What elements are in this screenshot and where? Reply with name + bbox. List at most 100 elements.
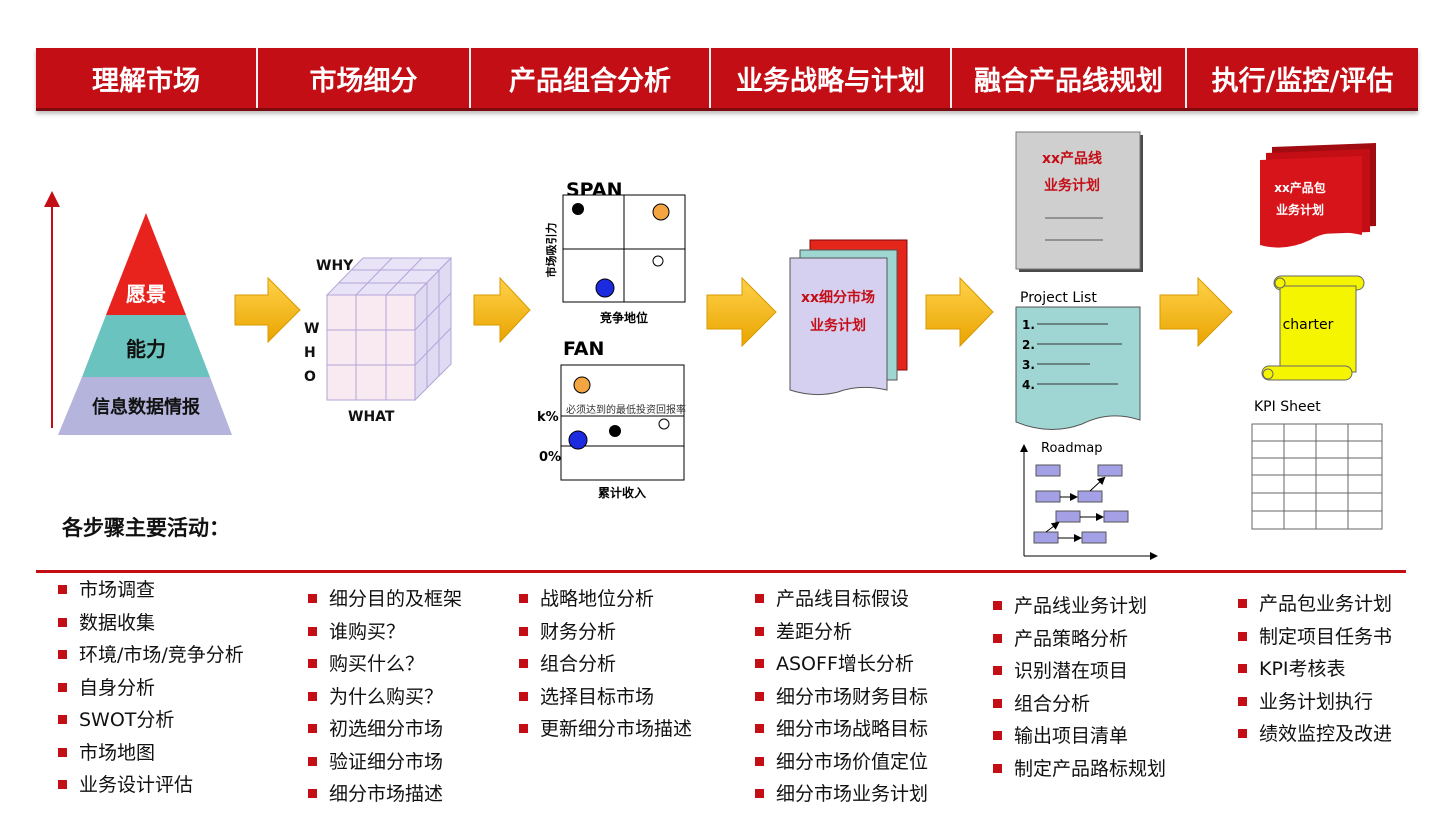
cube-who-h: H: [304, 345, 316, 361]
fan-zero-label: 0%: [539, 450, 561, 465]
cube-why-label: WHY: [316, 258, 354, 274]
productline-plan-line1: xx产品线: [1042, 150, 1102, 167]
list-item: 财务分析: [519, 616, 692, 649]
stage-market-segmentation: 市场细分: [256, 48, 469, 108]
project-item-4: 4.: [1022, 378, 1035, 392]
list-item: 选择目标市场: [519, 681, 692, 714]
list-item: 输出项目清单: [993, 720, 1166, 753]
productline-plan-doc: xx产品线 业务计划: [1015, 131, 1143, 272]
flow-arrow-5: [1159, 276, 1233, 348]
segment-plan-line2: 业务计划: [810, 317, 866, 334]
stage-portfolio-analysis: 产品组合分析: [469, 48, 709, 108]
list-item: 市场调查: [58, 574, 244, 607]
list-item: 数据收集: [58, 607, 244, 640]
pyramid-middle-capability: [82, 315, 210, 377]
activities-divider: [36, 570, 1406, 573]
segment-plan-docs: xx细分市场 业务计划: [789, 239, 908, 396]
activities-col-understand-market: 市场调查 数据收集 环境/市场/竞争分析 自身分析 SWOT分析 市场地图 业务…: [58, 574, 244, 802]
kpi-sheet-table: [1251, 423, 1383, 530]
list-item: ASOFF增长分析: [755, 648, 928, 681]
span-xlabel: 竞争地位: [600, 310, 648, 325]
list-item: 验证细分市场: [308, 746, 462, 779]
stage-understand-market: 理解市场: [92, 65, 200, 97]
package-plan-docs: xx产品包 业务计划: [1260, 143, 1376, 248]
kpi-title: KPI Sheet: [1254, 399, 1321, 415]
list-item: 业务设计评估: [58, 769, 244, 802]
list-item: 组合分析: [519, 648, 692, 681]
list-item: 战略地位分析: [519, 583, 692, 616]
list-item: 自身分析: [58, 672, 244, 705]
list-item: 制定产品路标规划: [993, 753, 1166, 786]
charter-scroll: charter: [1261, 275, 1365, 381]
list-item: 细分市场价值定位: [755, 746, 928, 779]
project-item-3: 3.: [1022, 358, 1035, 372]
activities-col-segmentation: 细分目的及框架 谁购买？ 购买什么？ 为什么购买？ 初选细分市场 验证细分市场 …: [308, 583, 462, 811]
pyramid-bottom-label: 信息数据情报: [92, 396, 200, 418]
list-item: SWOT分析: [58, 704, 244, 737]
activities-col-execute: 产品包业务计划 制定项目任务书 KPI考核表 业务计划执行 绩效监控及改进: [1238, 588, 1392, 751]
process-diagram: 愿景 能力 信息数据情报 WHY W H O WHAT SPAN 市场吸引力 竞…: [44, 131, 1383, 560]
list-item: 组合分析: [993, 688, 1166, 721]
roadmap-chart: Roadmap: [1020, 441, 1158, 560]
list-item: 细分市场描述: [308, 778, 462, 811]
list-item: 制定项目任务书: [1238, 621, 1392, 654]
project-list-title: Project List: [1020, 290, 1097, 306]
fan-dot-black: [609, 425, 621, 437]
flow-arrow-1: [234, 276, 301, 344]
stage-productline-planning: 融合产品线规划: [950, 48, 1185, 108]
list-item: 购买什么？: [308, 648, 462, 681]
list-item: 细分市场业务计划: [755, 778, 928, 811]
flow-arrow-3: [706, 276, 777, 348]
list-item: 初选细分市场: [308, 713, 462, 746]
list-item: 细分市场财务目标: [755, 681, 928, 714]
fan-annotation: 必须达到的最低投资回报率: [566, 403, 686, 416]
list-item: 绩效监控及改进: [1238, 718, 1392, 751]
span-dot-black: [572, 203, 584, 215]
cube-what-label: WHAT: [348, 409, 395, 425]
fan-dot-orange: [573, 376, 591, 394]
pyramid-top-vision: [106, 213, 186, 315]
pyramid-bottom-info: [58, 377, 232, 435]
process-stage-bar: 理解市场 市场细分 产品组合分析 业务战略与计划 融合产品线规划 执行/监控/评…: [36, 48, 1418, 111]
list-item: 细分目的及框架: [308, 583, 462, 616]
flow-arrow-2: [473, 276, 531, 344]
list-item: 产品策略分析: [993, 623, 1166, 656]
fan-k-label: k%: [537, 410, 559, 425]
list-item: 为什么购买？: [308, 681, 462, 714]
cube-who-o: O: [304, 369, 316, 385]
list-item: 差距分析: [755, 616, 928, 649]
project-list-doc: [1015, 306, 1141, 431]
list-item: 业务计划执行: [1238, 686, 1392, 719]
fan-xlabel: 累计收入: [598, 485, 646, 500]
activities-title: 各步骤主要活动：: [62, 516, 230, 540]
list-item: 产品包业务计划: [1238, 588, 1392, 621]
capability-pyramid: 愿景 能力 信息数据情报: [58, 213, 232, 435]
span-dot-blue: [595, 278, 615, 298]
span-dot-orange: [652, 203, 670, 221]
activities-col-portfolio: 战略地位分析 财务分析 组合分析 选择目标市场 更新细分市场描述: [519, 583, 692, 746]
package-plan-line2: 业务计划: [1276, 202, 1324, 217]
list-item: KPI考核表: [1238, 653, 1392, 686]
activities-col-productline: 产品线业务计划 产品策略分析 识别潜在项目 组合分析 输出项目清单 制定产品路标…: [993, 590, 1166, 785]
charter-label: charter: [1283, 317, 1334, 333]
fan-dot-blue: [568, 430, 588, 450]
list-item: 识别潜在项目: [993, 655, 1166, 688]
list-item: 环境/市场/竞争分析: [58, 639, 244, 672]
stage-execute-monitor: 执行/监控/评估: [1185, 48, 1418, 108]
project-item-1: 1.: [1022, 318, 1035, 332]
cube-who-w: W: [304, 321, 319, 337]
list-item: 产品线目标假设: [755, 583, 928, 616]
segmentation-cube: [325, 256, 453, 402]
pyramid-top-label: 愿景: [126, 282, 166, 306]
segment-plan-line1: xx细分市场: [801, 289, 875, 306]
list-item: 谁购买？: [308, 616, 462, 649]
list-item: 细分市场战略目标: [755, 713, 928, 746]
package-plan-line1: xx产品包: [1274, 180, 1325, 195]
fan-dot-white: [658, 418, 670, 430]
list-item: 产品线业务计划: [993, 590, 1166, 623]
activities-col-strategy: 产品线目标假设 差距分析 ASOFF增长分析 细分市场财务目标 细分市场战略目标…: [755, 583, 928, 811]
list-item: 更新细分市场描述: [519, 713, 692, 746]
span-ylabel: 市场吸引力: [544, 223, 558, 278]
project-item-2: 2.: [1022, 338, 1035, 352]
productline-plan-line2: 业务计划: [1044, 177, 1100, 194]
